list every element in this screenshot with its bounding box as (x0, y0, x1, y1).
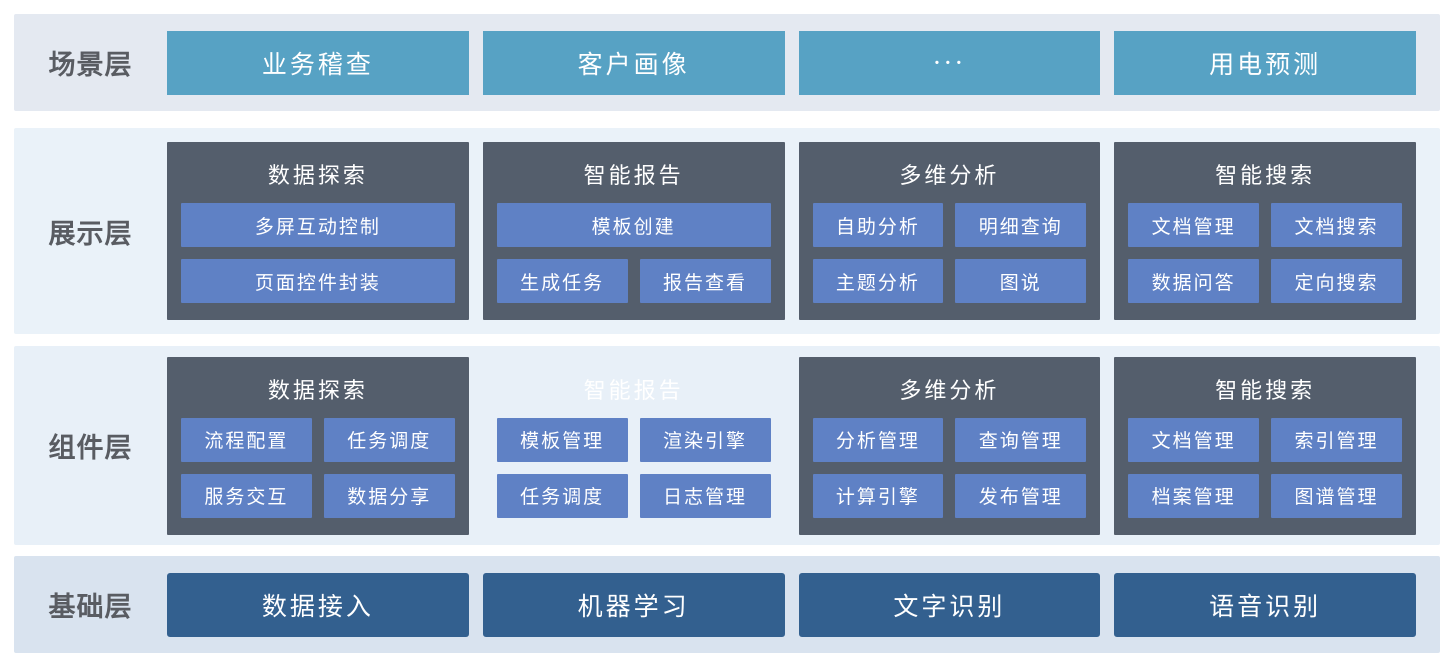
group-items: 模板管理 渲染引擎 任务调度 日志管理 (496, 417, 771, 518)
layer-foundation: 基础层 数据接入 机器学习 文字识别 语音识别 (14, 556, 1440, 653)
foundation-block-data-access: 数据接入 (167, 572, 469, 637)
module-block: 定向搜索 (1271, 259, 1402, 303)
module-block: 数据分享 (323, 473, 455, 518)
module-block: 页面控件封装 (181, 259, 455, 303)
module-block: 索引管理 (1271, 417, 1402, 462)
module-block: 任务调度 (323, 417, 455, 462)
module-block: 数据问答 (1128, 259, 1260, 303)
module-block: 自助分析 (812, 203, 944, 247)
scene-block-customer-profile: 客户画像 (482, 30, 785, 95)
layer-presentation-label: 展示层 (48, 218, 133, 249)
module-block: 模板管理 (496, 417, 628, 462)
module-block: 主题分析 (812, 259, 944, 303)
layer-component-content: 数据探索 流程配置 任务调度 服务交互 数据分享 智能报告 模板管理 渲染引擎 … (167, 356, 1416, 535)
group-items: 文档管理 文档搜索 数据问答 定向搜索 (1128, 203, 1402, 303)
group-title: 数据探索 (267, 378, 368, 404)
scene-block-business-audit: 业务稽查 (167, 30, 469, 95)
module-block: 明细查询 (955, 203, 1087, 247)
component-group-smart-search: 智能搜索 文档管理 索引管理 档案管理 图谱管理 (1114, 356, 1416, 535)
group-items: 文档管理 索引管理 档案管理 图谱管理 (1128, 417, 1402, 518)
module-block: 服务交互 (181, 473, 312, 518)
layer-foundation-content: 数据接入 机器学习 文字识别 语音识别 (167, 572, 1416, 637)
group-title: 智能搜索 (1215, 164, 1316, 189)
layer-presentation-content: 数据探索 多屏互动控制 页面控件封装 智能报告 模板创建 生成任务 报告查看 多… (167, 142, 1416, 320)
module-block: 多屏互动控制 (181, 203, 455, 247)
layer-presentation: 展示层 数据探索 多屏互动控制 页面控件封装 智能报告 模板创建 生成任务 报告… (14, 128, 1440, 334)
group-items: 流程配置 任务调度 服务交互 数据分享 (181, 417, 455, 518)
group-items: 自助分析 明细查询 主题分析 图说 (812, 203, 1087, 303)
group-items: 多屏互动控制 页面控件封装 (181, 203, 455, 303)
presentation-group-smart-report: 智能报告 模板创建 生成任务 报告查看 (482, 142, 785, 320)
module-block: 图说 (955, 259, 1087, 303)
module-block: 文档管理 (1128, 203, 1260, 247)
layer-scene-label: 场景层 (48, 50, 133, 80)
module-block: 图谱管理 (1271, 473, 1402, 518)
module-block: 生成任务 (496, 259, 628, 303)
presentation-group-data-exploration: 数据探索 多屏互动控制 页面控件封装 (167, 142, 469, 320)
scene-block-power-forecast: 用电预测 (1114, 30, 1416, 95)
layer-scene: 场景层 业务稽查 客户画像 ··· 用电预测 (14, 14, 1440, 111)
scene-block-ellipsis: ··· (798, 30, 1101, 95)
module-block: 模板创建 (496, 203, 771, 247)
component-group-data-exploration: 数据探索 流程配置 任务调度 服务交互 数据分享 (167, 356, 469, 535)
module-block: 文档搜索 (1271, 203, 1402, 247)
layer-foundation-label: 基础层 (48, 592, 133, 622)
layer-component-label: 组件层 (48, 433, 133, 463)
module-block: 流程配置 (181, 417, 312, 462)
layer-component: 组件层 数据探索 流程配置 任务调度 服务交互 数据分享 智能报告 模板管理 渲… (14, 346, 1440, 545)
layer-scene-content: 业务稽查 客户画像 ··· 用电预测 (167, 30, 1416, 95)
group-title: 智能报告 (583, 164, 684, 189)
module-block: 查询管理 (955, 417, 1087, 462)
module-block: 报告查看 (639, 259, 771, 303)
architecture-diagram: 场景层 业务稽查 客户画像 ··· 用电预测 展示层 数据探索 多屏互动控制 页… (14, 14, 1440, 653)
group-title: 智能报告 (583, 378, 684, 404)
module-block: 日志管理 (639, 473, 771, 518)
foundation-block-ocr: 文字识别 (798, 572, 1101, 637)
component-group-smart-report: 智能报告 模板管理 渲染引擎 任务调度 日志管理 (483, 357, 785, 535)
module-block: 渲染引擎 (639, 417, 771, 462)
module-block: 任务调度 (496, 473, 628, 518)
module-block: 文档管理 (1128, 417, 1260, 462)
presentation-group-multidim-analysis: 多维分析 自助分析 明细查询 主题分析 图说 (798, 142, 1101, 320)
group-items: 分析管理 查询管理 计算引擎 发布管理 (812, 417, 1087, 518)
module-block: 计算引擎 (812, 473, 944, 518)
group-title: 多维分析 (899, 378, 1000, 404)
foundation-block-machine-learning: 机器学习 (482, 572, 785, 637)
module-block: 发布管理 (955, 473, 1087, 518)
group-items: 模板创建 生成任务 报告查看 (496, 203, 771, 303)
component-group-multidim-analysis: 多维分析 分析管理 查询管理 计算引擎 发布管理 (798, 356, 1101, 535)
module-block: 分析管理 (812, 417, 944, 462)
group-title: 智能搜索 (1215, 378, 1316, 404)
group-title: 数据探索 (267, 164, 368, 189)
module-block: 档案管理 (1128, 473, 1260, 518)
foundation-block-speech-recognition: 语音识别 (1114, 572, 1416, 637)
group-title: 多维分析 (899, 164, 1000, 189)
presentation-group-smart-search: 智能搜索 文档管理 文档搜索 数据问答 定向搜索 (1114, 142, 1416, 320)
